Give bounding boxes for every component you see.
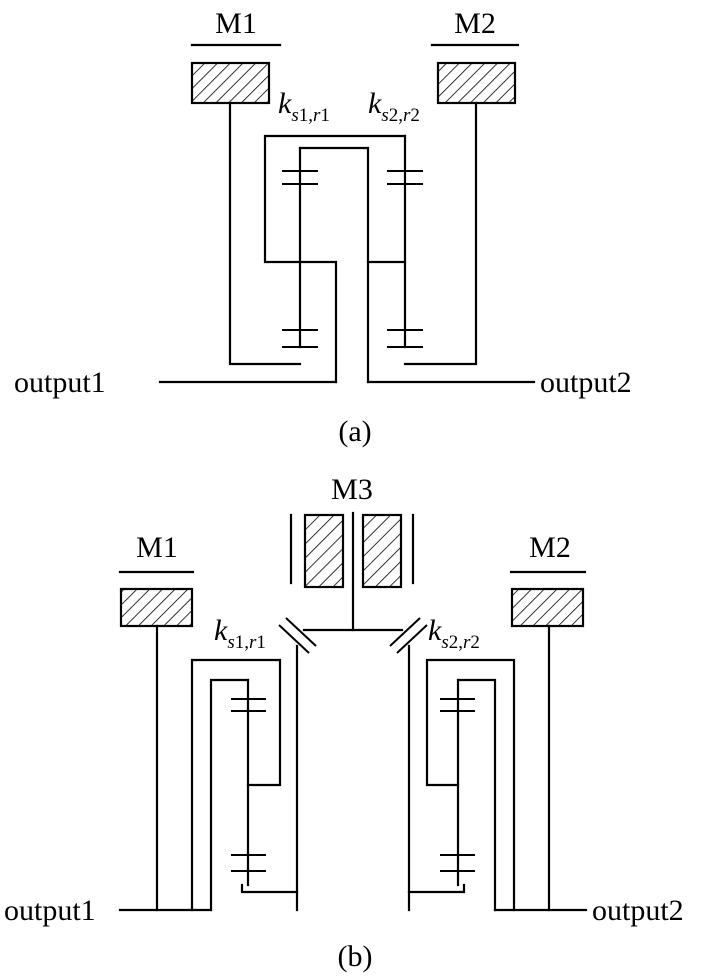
figure-b-left-outer-carrier — [190, 658, 282, 912]
figure-b-left-inner-loop — [209, 678, 250, 912]
figure-a-output1-label: output1 — [14, 366, 106, 399]
figure-a-m2-label: M2 — [454, 7, 496, 40]
figure-b-right-outer-carrier — [425, 658, 516, 912]
figure-b-m2-label: M2 — [529, 531, 571, 564]
figure-a-output2-label: output2 — [540, 366, 632, 399]
figure-b-m3-label: M3 — [331, 473, 373, 506]
figure-b-bevel-right-a — [389, 617, 421, 647]
figure-b: M3 M1 M2 ks1,r1 ks2,r2 — [4, 473, 684, 973]
figure-a-m1-label: M1 — [215, 7, 257, 40]
figure-b-m1-rotor — [119, 587, 194, 628]
figure-b-left-sun-link — [240, 883, 299, 894]
figure-a-m1-rotor — [190, 61, 271, 105]
figure-b-m3-rotor-right — [361, 513, 403, 589]
figure-b-k-right-label: ks2,r2 — [428, 614, 480, 653]
figure-a-m2-shaft — [403, 101, 478, 366]
figure-a-ring-link-left — [298, 146, 370, 384]
figure-a-carrier-left — [263, 134, 407, 349]
figure-a-m2-rotor — [436, 61, 517, 105]
figure-b-output2-label: output2 — [592, 894, 684, 927]
figure-b-right-sun-link — [407, 883, 466, 894]
figure-a-k-right-label: ks2,r2 — [368, 87, 420, 126]
figure-a-m1-shaft — [228, 101, 302, 366]
figure-b-right-inner-loop — [456, 678, 497, 912]
figure-a-output1-shaft — [298, 260, 338, 384]
figure-a-caption: (a) — [338, 415, 371, 448]
figure-b-m1-label: M1 — [136, 531, 178, 564]
figure-b-m3-rotor-left — [303, 513, 345, 589]
figure-a: M1 M2 ks1,r1 ks2,r2 — [14, 7, 632, 448]
figure-b-caption: (b) — [338, 940, 373, 973]
figure-a-k-left-label: ks1,r1 — [278, 87, 330, 126]
figure-b-output1-label: output1 — [4, 894, 96, 927]
figure-b-bevel-left-b — [278, 624, 310, 654]
figure-b-m2-rotor — [510, 587, 585, 628]
figure-b-bevel-right-b — [396, 624, 428, 654]
figure-b-bevel-left-a — [285, 617, 317, 647]
figure-b-k-left-label: ks1,r1 — [214, 614, 266, 653]
